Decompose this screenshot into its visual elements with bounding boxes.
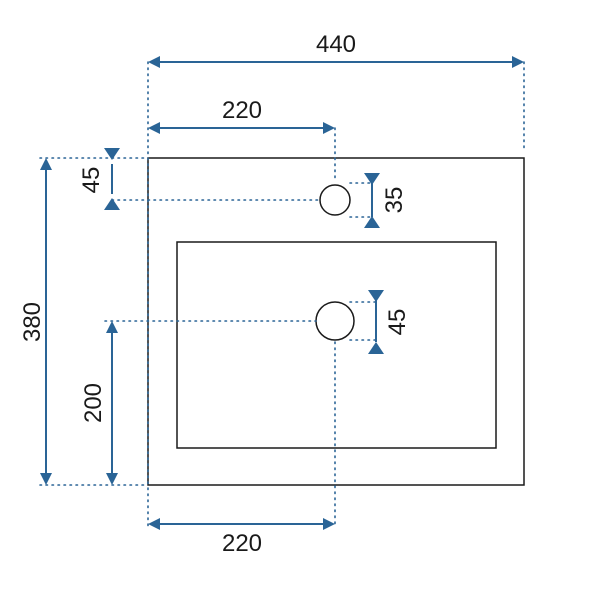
label-drain-from-edge: 200 <box>80 383 107 423</box>
label-drain-offset: 220 <box>222 530 262 557</box>
label-tap-hole-from-edge: 45 <box>78 167 105 194</box>
label-tap-hole-offset: 220 <box>222 97 262 124</box>
extension-lines <box>39 61 525 531</box>
label-tap-hole-diameter: 35 <box>381 187 408 214</box>
drain-hole <box>315 301 355 341</box>
dim-tap-hole-from-edge: 45 <box>78 148 120 210</box>
dim-drain-diameter: 45 <box>368 290 411 354</box>
label-overall-width: 440 <box>316 31 356 58</box>
dim-overall-depth: 380 <box>19 158 52 485</box>
label-drain-diameter: 45 <box>384 309 411 336</box>
dim-drain-from-edge: 200 <box>80 321 118 485</box>
dim-tap-hole-offset: 220 <box>148 97 335 134</box>
sink-outer-outline <box>147 157 525 486</box>
dim-overall-width: 440 <box>148 31 524 68</box>
dim-tap-hole-diameter: 35 <box>364 173 408 228</box>
tap-hole <box>319 184 351 216</box>
basin-inner-outline <box>176 241 497 449</box>
label-overall-depth: 380 <box>19 302 46 342</box>
dim-drain-offset: 220 <box>148 518 335 557</box>
